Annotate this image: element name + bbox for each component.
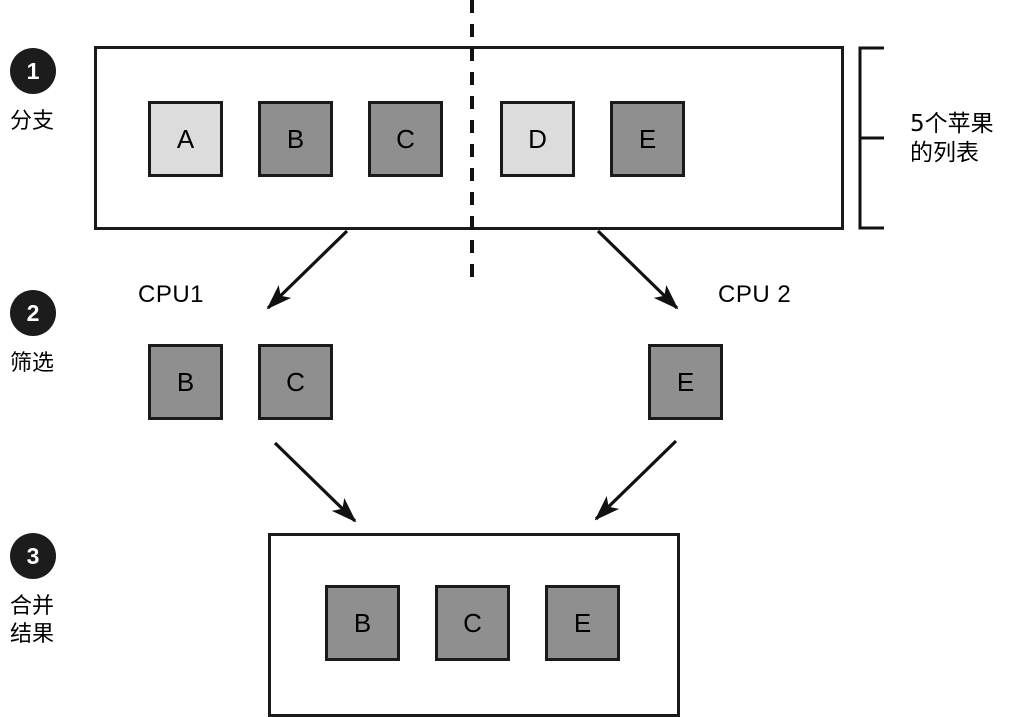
step-3-badge: 3 [10,533,56,579]
arrow-split-left [266,229,349,310]
stage2-left-item-b: B [148,344,223,420]
stage1-item-e: E [610,101,685,177]
stage1-item-a: A [148,101,223,177]
list-bracket [858,46,884,230]
stage2-right-item-e: E [648,344,723,420]
step-2-label: 筛选 [10,351,55,376]
step-1-label: 分支 [10,109,55,134]
cpu1-label: CPU1 [138,281,205,308]
stage3-item-c: C [435,585,510,661]
cpu2-label: CPU 2 [718,281,792,308]
stage3-item-e: E [545,585,620,661]
list-annotation-label: 5个苹果 的列表 [910,111,994,167]
stage1-item-b: B [258,101,333,177]
step-2-badge: 2 [10,290,56,336]
stage2-left-item-c: C [258,344,333,420]
stage3-item-b: B [325,585,400,661]
step-3-label: 合并 结果 [10,594,55,647]
arrow-merge-left [273,441,357,523]
stage1-item-c: C [368,101,443,177]
arrow-split-right [596,229,679,310]
stage1-item-d: D [500,101,575,177]
step-1-badge: 1 [10,48,56,94]
arrow-merge-right [594,439,678,521]
